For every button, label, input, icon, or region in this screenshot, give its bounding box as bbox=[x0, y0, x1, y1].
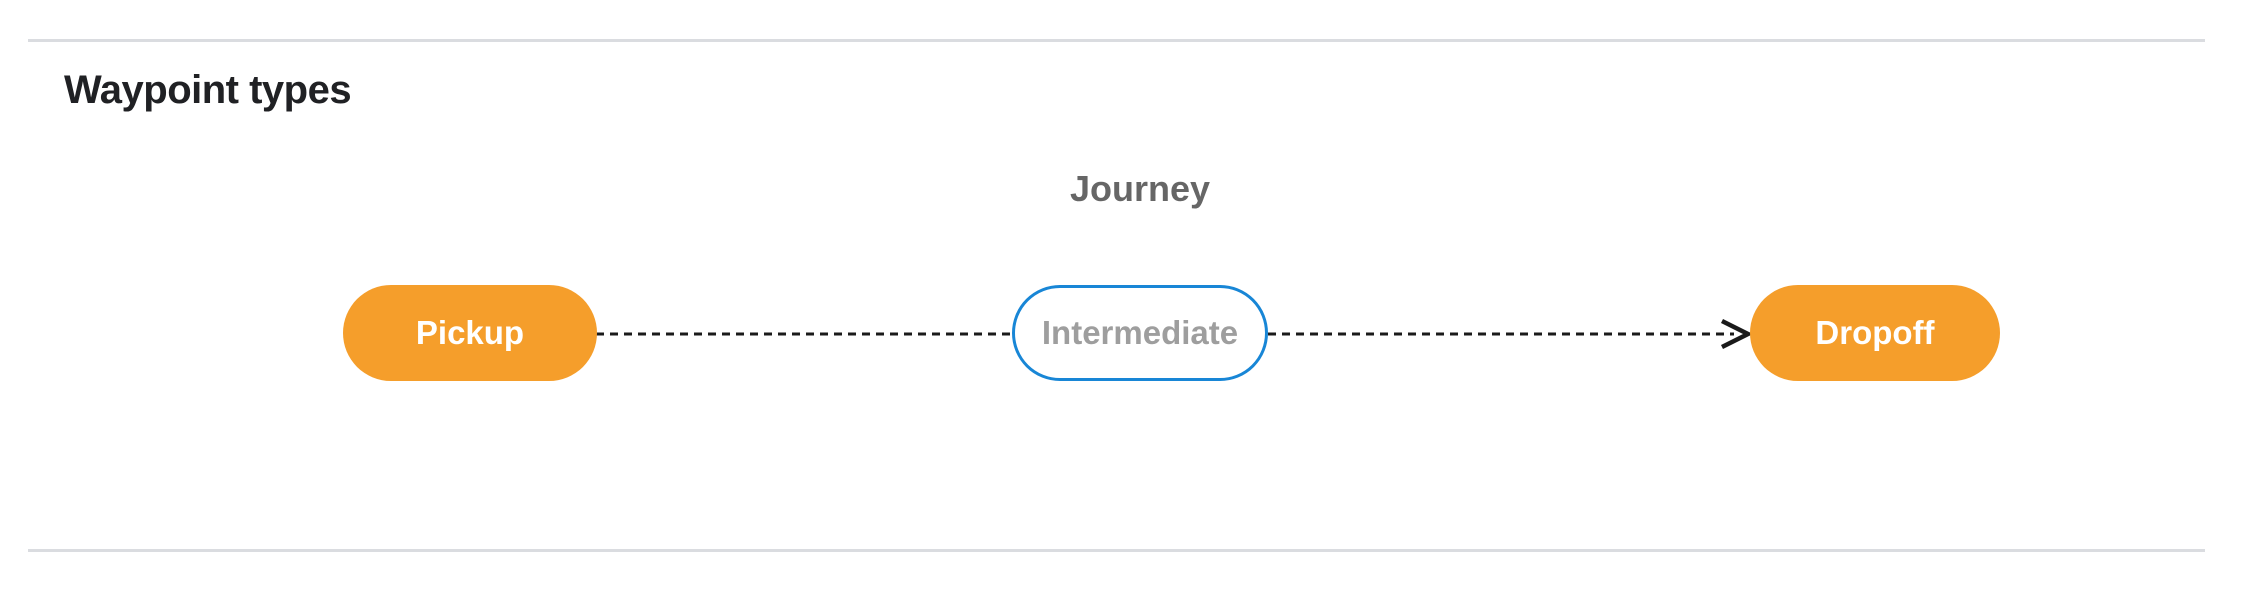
arrow-head-icon bbox=[1720, 318, 1754, 350]
node-pickup: Pickup bbox=[343, 285, 597, 381]
bottom-divider bbox=[28, 549, 2205, 552]
node-dropoff: Dropoff bbox=[1750, 285, 2000, 381]
node-dropoff-label: Dropoff bbox=[1815, 314, 1935, 351]
top-divider bbox=[28, 39, 2205, 42]
section-title: Waypoint types bbox=[64, 68, 352, 112]
node-pickup-label: Pickup bbox=[415, 314, 525, 351]
journey-caption: Journey bbox=[1069, 168, 1211, 209]
node-intermediate-label: Intermediate bbox=[1041, 314, 1239, 351]
node-intermediate: Intermediate bbox=[1012, 285, 1268, 381]
